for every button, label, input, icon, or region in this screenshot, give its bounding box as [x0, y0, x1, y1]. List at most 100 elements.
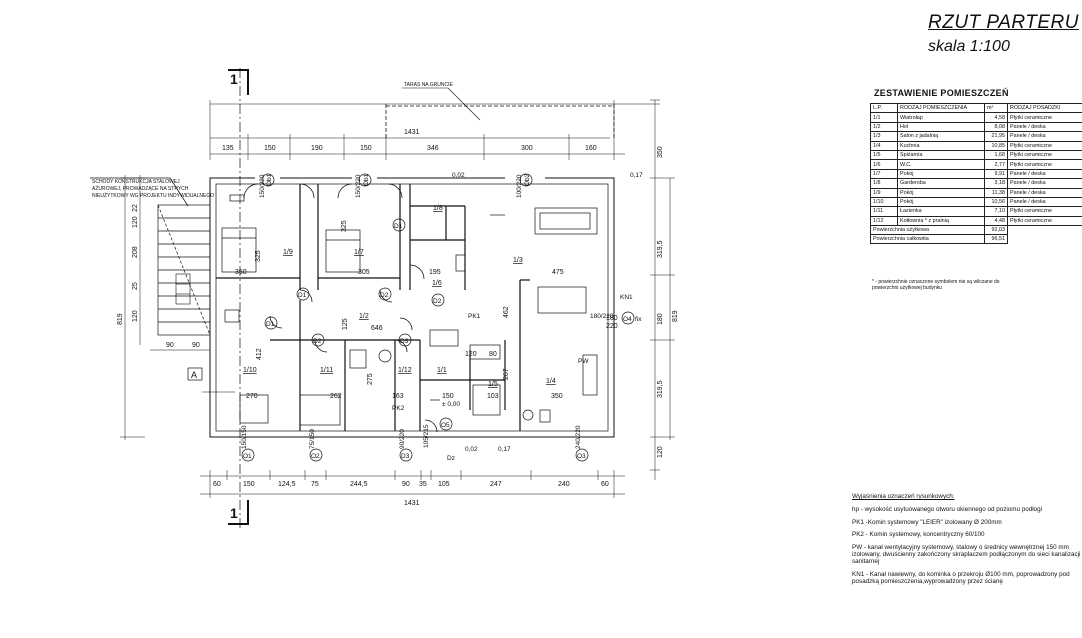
table-cell: Hol [897, 121, 985, 133]
window-height: 75/150 [309, 429, 316, 449]
table-cell: 1/2 [870, 121, 898, 133]
table-cell: Pokój [897, 168, 985, 180]
level-label: 0,02 [452, 172, 465, 179]
section-mark-bottom: 1 [230, 505, 238, 521]
bottom-dim-label: 150 [243, 481, 255, 488]
room-label: 1/12 [398, 367, 412, 374]
left-dim-total: 819 [117, 313, 124, 325]
room-dim: 646 [371, 325, 383, 332]
table-cell: 3,18 [984, 178, 1008, 189]
table-header-row: L.P. RODZAJ POMIESZCZENIA m² RODZAJ POSA… [870, 102, 1082, 114]
room-label: 1/1 [437, 367, 447, 374]
level-label: ± 0,00 [442, 401, 460, 408]
stairs-note: NIEUŻYTKOWY WG PROJEKTU INDYWIDUALNEGO [92, 192, 214, 199]
kn1-label: KN1 [620, 294, 633, 301]
legend-pk2: PK2 - Komin systemowy, koncentryczny 60/… [852, 531, 985, 539]
legend-hp: hp - wysokość usytuowanego otworu okienn… [852, 506, 1043, 514]
table-cell: Kuchnia [897, 140, 985, 151]
pk2-label: PK2 [392, 405, 405, 412]
usable-area-row: Powierzchnia użytkowa 92,03 [870, 225, 1082, 236]
room-label: 1/6 [432, 280, 442, 287]
room-dim: 180 [606, 315, 618, 322]
bottom-dim-label: 247 [490, 481, 502, 488]
table-cell: 1/8 [870, 178, 898, 189]
total-area-label: Powierzchnia całkowita [870, 234, 985, 245]
top-dim-label: 150 [264, 145, 276, 152]
room-dim: 462 [503, 306, 510, 318]
schedule-heading: ZESTAWIENIE POMIESZCZEŃ [874, 88, 1009, 98]
left-dim-label: 90 [166, 342, 174, 349]
column-header: m² [984, 102, 1008, 114]
room-label: 1/5 [488, 381, 498, 388]
table-cell: Wiatrołap [897, 112, 985, 123]
top-dim-label: 346 [427, 145, 439, 152]
stairs-note: SCHODY KONSTRUKCJA STALOWEJ [92, 179, 180, 185]
table-cell: W.C. [897, 159, 985, 170]
room-dim: 195 [429, 269, 441, 276]
left-dim-label: 120 [132, 310, 139, 322]
right-dim-label: 319,5 [657, 380, 664, 398]
column-header: RODZAJ POSADZKI [1007, 102, 1082, 114]
window-height: 90/220 [399, 429, 406, 449]
room-dim: 262 [330, 393, 342, 400]
room-dim: 350 [235, 269, 247, 276]
legend: Wyjaśnienia oznaczeń rysunkowych: hp - w… [852, 493, 1082, 591]
fix-label: fix [635, 316, 642, 323]
table-cell: Panele / deska [1007, 178, 1082, 189]
bottom-dim-label: 35 [419, 481, 427, 488]
left-dim-label: 22 [132, 204, 139, 212]
room-dim: 275 [367, 373, 374, 385]
table-cell: 10,56 [984, 196, 1008, 208]
bottom-dim-label: 75 [311, 481, 319, 488]
right-dim-label: 319,5 [657, 240, 664, 258]
room-schedule-table: L.P. RODZAJ POMIESZCZENIA m² RODZAJ POSA… [870, 102, 1082, 245]
door-tag: D1 [298, 292, 307, 299]
right-dim-label: 350 [657, 146, 664, 158]
schedule-note: * - powierzchnie oznaczone symbolem nie … [872, 279, 1000, 291]
table-cell: 4,48 [984, 215, 1008, 227]
table-cell: 1/4 [870, 140, 898, 151]
bottom-dim-label: 90 [402, 481, 410, 488]
left-dim-label: 90 [192, 342, 200, 349]
window-height: 100/220 [516, 174, 523, 198]
room-dim: 305 [358, 269, 370, 276]
table-cell: 1/9 [870, 187, 898, 198]
table-cell: Kotłownia * z pralnią [897, 215, 985, 227]
top-dim-label: 150 [360, 145, 372, 152]
table-cell: 1/5 [870, 149, 898, 161]
room-dim: 350 [551, 393, 563, 400]
left-dim-label: 120 [132, 216, 139, 228]
table-cell: Panele / deska [1007, 168, 1082, 180]
bottom-dim-label: 60 [601, 481, 609, 488]
top-dim-label: 160 [585, 145, 597, 152]
window-height: 240/220 [575, 425, 582, 449]
room-dim: 412 [256, 348, 263, 360]
table-cell: 1/6 [870, 159, 898, 170]
table-cell: 11,38 [984, 187, 1008, 198]
table-cell: Płytki ceramiczne [1007, 140, 1082, 151]
room-label: 1/4 [546, 378, 556, 385]
bottom-dim-label: 105 [438, 481, 450, 488]
door-tag: D2 [313, 338, 322, 345]
usable-area-value: 92,03 [984, 225, 1008, 236]
table-cell: 4,58 [984, 112, 1008, 123]
door-tag: D3 [400, 338, 409, 345]
bottom-dim-label: 124,5 [278, 481, 296, 488]
table-cell: 1/10 [870, 196, 898, 208]
window-tag: O1 [243, 453, 252, 460]
table-cell: Panele / deska [1007, 121, 1082, 133]
legend-heading: Wyjaśnienia oznaczeń rysunkowych: [852, 493, 955, 500]
window-height: 150/220 [355, 174, 362, 198]
room-label: 1/10 [243, 367, 257, 374]
stairs-note: AŻUROWEJ, PROWADZĄCE NA STRYCH [92, 185, 189, 192]
table-cell: 10,85 [984, 140, 1008, 151]
pk1-label: PK1 [468, 313, 481, 320]
bottom-dim-label: 244,5 [350, 481, 368, 488]
